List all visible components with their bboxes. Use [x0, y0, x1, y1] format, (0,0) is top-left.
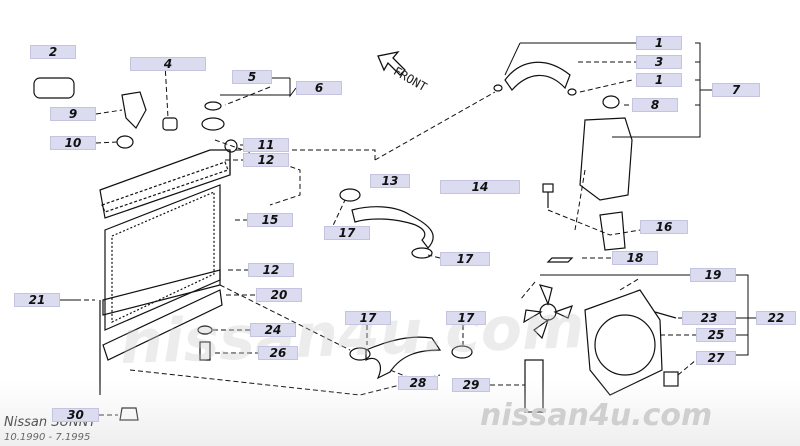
callout-9[interactable]: 9 — [50, 107, 96, 121]
part-29-seal — [524, 359, 544, 413]
callout-1-second[interactable]: 1 — [636, 73, 682, 87]
part-23-bolt — [654, 311, 677, 319]
part-27-motor — [663, 371, 679, 387]
part-21-radiator — [99, 149, 231, 395]
part-3-hose — [504, 61, 571, 91]
callout-18[interactable]: 18 — [612, 251, 658, 265]
part-28-hose — [365, 336, 442, 380]
part-25-shroud — [584, 289, 663, 396]
part-17-clamp-d — [451, 345, 473, 359]
part-1-clip-a — [493, 84, 503, 92]
callout-25[interactable]: 25 — [696, 328, 736, 342]
part-7-reservoir — [579, 117, 633, 201]
callout-2[interactable]: 2 — [30, 45, 76, 59]
callout-1-top[interactable]: 1 — [636, 36, 682, 50]
callout-20[interactable]: 20 — [256, 288, 302, 302]
part-16-bracket — [599, 211, 626, 251]
callout-4[interactable]: 4 — [130, 57, 206, 71]
part-10-bush — [116, 135, 134, 149]
part-18-clip — [546, 257, 574, 263]
callout-21[interactable]: 21 — [14, 293, 60, 307]
callout-11[interactable]: 11 — [243, 138, 289, 152]
callout-13[interactable]: 13 — [370, 174, 410, 188]
callout-7[interactable]: 7 — [712, 83, 760, 97]
part-13-hose — [351, 206, 434, 249]
callout-14[interactable]: 14 — [440, 180, 520, 194]
part-19-fan — [523, 284, 573, 340]
years-label: 10.1990 - 7.1995 — [4, 432, 91, 443]
part-17-clamp-upper — [339, 188, 361, 202]
callout-3[interactable]: 3 — [636, 55, 682, 69]
part-9-bracket — [121, 91, 147, 129]
part-11-plug — [224, 139, 238, 153]
callout-24[interactable]: 24 — [250, 323, 296, 337]
callout-19[interactable]: 19 — [690, 268, 736, 282]
callout-22[interactable]: 22 — [756, 311, 796, 325]
part-6-cap — [201, 117, 225, 131]
callout-23[interactable]: 23 — [682, 311, 736, 325]
part-14-bolt-head — [542, 183, 554, 193]
callout-17-lower-right[interactable]: 17 — [446, 311, 486, 325]
part-4-nut — [162, 117, 178, 131]
callout-16[interactable]: 16 — [640, 220, 688, 234]
callout-10[interactable]: 10 — [50, 136, 96, 150]
callout-29[interactable]: 29 — [452, 378, 490, 392]
part-17-clamp-lower — [411, 247, 433, 259]
callout-26[interactable]: 26 — [258, 346, 298, 360]
part-26-plug — [199, 341, 211, 361]
callout-6[interactable]: 6 — [296, 81, 342, 95]
part-5-seal — [204, 101, 222, 111]
callout-30[interactable]: 30 — [52, 408, 99, 422]
part-30-cap — [119, 407, 139, 421]
callout-17-upper-right[interactable]: 17 — [440, 252, 490, 266]
callout-27[interactable]: 27 — [696, 351, 736, 365]
part-8-cap — [602, 95, 620, 109]
callout-8[interactable]: 8 — [632, 98, 678, 112]
part-24-washer — [197, 325, 213, 335]
callout-12-lower[interactable]: 12 — [248, 263, 294, 277]
callout-12-upper[interactable]: 12 — [243, 153, 289, 167]
part-2-seal — [33, 77, 75, 99]
callout-17-lower-left[interactable]: 17 — [345, 311, 391, 325]
callout-15[interactable]: 15 — [247, 213, 293, 227]
callout-28[interactable]: 28 — [398, 376, 438, 390]
shroud-ring — [594, 314, 656, 376]
front-arrow-icon — [377, 51, 406, 76]
callout-5[interactable]: 5 — [232, 70, 272, 84]
part-17-clamp-c — [349, 347, 371, 361]
callout-17-upper-left[interactable]: 17 — [324, 226, 370, 240]
part-1-clip-b — [567, 88, 577, 96]
